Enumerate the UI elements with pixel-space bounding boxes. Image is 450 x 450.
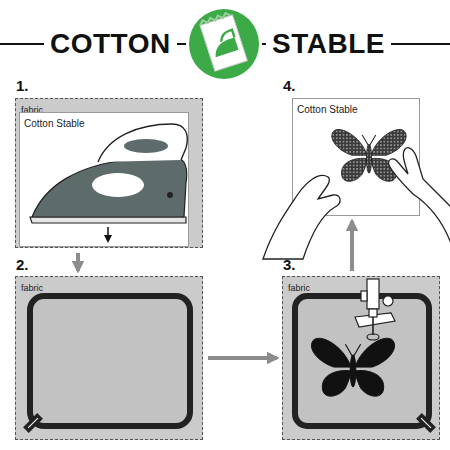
- node-text: Cotton Stable: [297, 104, 358, 115]
- node-text: fabric: [288, 284, 310, 294]
- step-number: 1.: [16, 78, 29, 95]
- step-arrow: [76, 253, 80, 271]
- presser-foot: [355, 279, 395, 340]
- title-word: STABLE: [266, 28, 391, 60]
- node-text: fabric: [21, 284, 43, 294]
- fabric-panel: fabric Cotton Stable: [15, 98, 203, 248]
- fabric-panel: fabric: [282, 276, 440, 440]
- hands-illustration: [263, 99, 450, 264]
- step-arrow: [208, 356, 277, 360]
- step-number: 2.: [16, 257, 29, 274]
- iron-illustration: [20, 113, 190, 248]
- node-text: Cotton Stable: [24, 118, 85, 129]
- stabilizer-sheet: Cotton Stable: [19, 112, 189, 247]
- product-icon: [186, 6, 262, 82]
- title-word: COTTON: [44, 28, 177, 60]
- hoop-sewing-illustration: [283, 277, 441, 441]
- hoop-illustration: [16, 277, 204, 441]
- step-arrow: [350, 221, 354, 271]
- step-number: 3.: [283, 257, 296, 274]
- stabilizer-sheet: Cotton Stable: [292, 98, 420, 216]
- step-number: 4.: [283, 78, 296, 95]
- fabric-panel: fabric: [15, 276, 203, 440]
